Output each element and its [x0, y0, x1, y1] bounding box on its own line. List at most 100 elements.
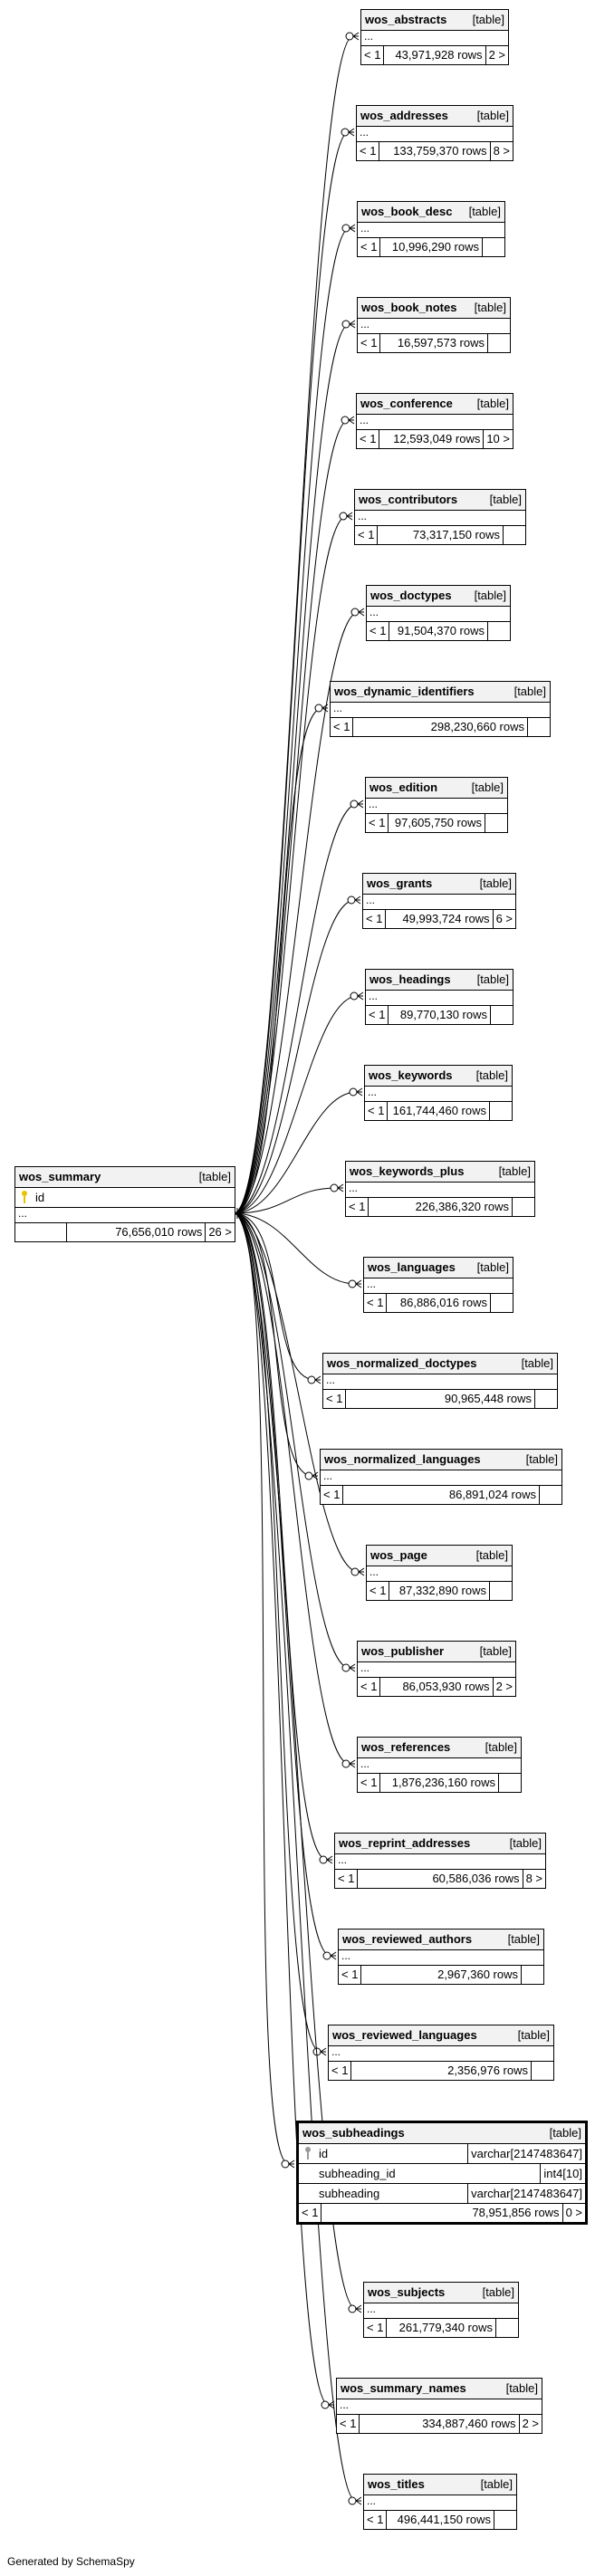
- parent-count[interactable]: < 1: [323, 1390, 347, 1408]
- parent-count[interactable]: < 1: [366, 1006, 389, 1024]
- table-header: wos_dynamic_identifiers[table]: [331, 682, 550, 703]
- table-name[interactable]: wos_doctypes: [370, 589, 452, 602]
- table-name[interactable]: wos_conference: [360, 397, 453, 410]
- parent-count[interactable]: < 1: [329, 2062, 352, 2080]
- table-name[interactable]: wos_keywords_plus: [350, 1164, 465, 1178]
- table-name[interactable]: wos_contributors: [359, 493, 458, 506]
- children-count[interactable]: 2 >: [488, 48, 505, 62]
- table-name[interactable]: wos_keywords: [369, 1068, 453, 1082]
- table-name[interactable]: wos_addresses: [360, 109, 448, 122]
- children-count[interactable]: 8 >: [525, 1872, 542, 1885]
- table-name[interactable]: wos_references: [361, 1740, 451, 1754]
- parent-count[interactable]: < 1: [346, 1198, 369, 1216]
- table-footer: 76,656,010 rows 26 >: [15, 1223, 235, 1241]
- parent-count[interactable]: < 1: [363, 910, 387, 928]
- column-row[interactable]: id: [15, 1188, 235, 1208]
- table-wos-summary[interactable]: wos_summary [table] id ... 76,656,010 ro…: [14, 1166, 235, 1242]
- table-name[interactable]: wos_summary: [19, 1170, 101, 1183]
- table-type: [table]: [489, 493, 522, 506]
- children-count[interactable]: 6 >: [495, 912, 513, 925]
- table-name[interactable]: wos_headings: [369, 972, 451, 986]
- columns-ellipsis: ...: [367, 1566, 512, 1582]
- parent-count[interactable]: < 1: [337, 2415, 360, 2433]
- table-name[interactable]: wos_book_notes: [361, 301, 457, 314]
- table-name[interactable]: wos_page: [370, 1548, 427, 1562]
- parent-count[interactable]: < 1: [358, 1774, 381, 1792]
- parent-count[interactable]: < 1: [367, 622, 390, 640]
- table-name[interactable]: wos_reprint_addresses: [339, 1836, 471, 1850]
- children-count[interactable]: 2 >: [495, 1680, 513, 1693]
- children-count: [491, 1006, 513, 1024]
- parent-count[interactable]: < 1: [364, 2319, 388, 2337]
- children-count[interactable]: 26 >: [208, 1225, 232, 1239]
- table-name[interactable]: wos_grants: [367, 876, 433, 890]
- parent-count[interactable]: < 1: [357, 142, 380, 160]
- parent-count[interactable]: < 1: [358, 334, 381, 352]
- table-name[interactable]: wos_subheadings: [302, 2126, 405, 2140]
- parent-count[interactable]: < 1: [364, 2511, 388, 2529]
- parent-count[interactable]: < 1: [355, 526, 379, 544]
- children-count[interactable]: 2 >: [522, 2417, 539, 2430]
- parent-count[interactable]: < 1: [358, 1678, 381, 1696]
- parent-count[interactable]: < 1: [321, 1486, 344, 1504]
- table-name[interactable]: wos_subjects: [368, 2285, 446, 2299]
- parent-count[interactable]: < 1: [367, 1582, 390, 1600]
- table-name[interactable]: wos_titles: [368, 2477, 425, 2491]
- table-name[interactable]: wos_edition: [369, 780, 438, 794]
- table-name[interactable]: wos_dynamic_identifiers: [334, 685, 475, 698]
- children-count[interactable]: 0 >: [565, 2206, 582, 2219]
- parent-count[interactable]: < 1: [358, 238, 381, 256]
- table-name[interactable]: wos_normalized_doctypes: [327, 1356, 477, 1370]
- parent-count[interactable]: < 1: [366, 814, 389, 832]
- table-name[interactable]: wos_book_desc: [361, 205, 453, 218]
- parent-count[interactable]: < 1: [331, 718, 354, 736]
- table-name[interactable]: wos_reviewed_languages: [332, 2028, 477, 2042]
- parent-count[interactable]: < 1: [365, 1102, 389, 1120]
- parent-count[interactable]: < 1: [361, 46, 385, 64]
- children-count[interactable]: 10 >: [486, 432, 510, 445]
- table-name[interactable]: wos_publisher: [361, 1644, 445, 1658]
- table-name[interactable]: wos_abstracts: [365, 13, 447, 26]
- parent-count[interactable]: < 1: [357, 430, 380, 448]
- table-name[interactable]: wos_reviewed_authors: [342, 1932, 473, 1946]
- table-name[interactable]: wos_normalized_languages: [324, 1452, 481, 1466]
- parent-count[interactable]: < 1: [299, 2204, 322, 2222]
- table-name[interactable]: wos_summary_names: [341, 2381, 466, 2395]
- table-name[interactable]: wos_languages: [368, 1260, 456, 1274]
- parent-count[interactable]: < 1: [339, 1966, 362, 1984]
- children-count[interactable]: 8 >: [493, 144, 510, 158]
- parent-count[interactable]: < 1: [364, 1294, 388, 1312]
- parent-count[interactable]: < 1: [335, 1870, 359, 1888]
